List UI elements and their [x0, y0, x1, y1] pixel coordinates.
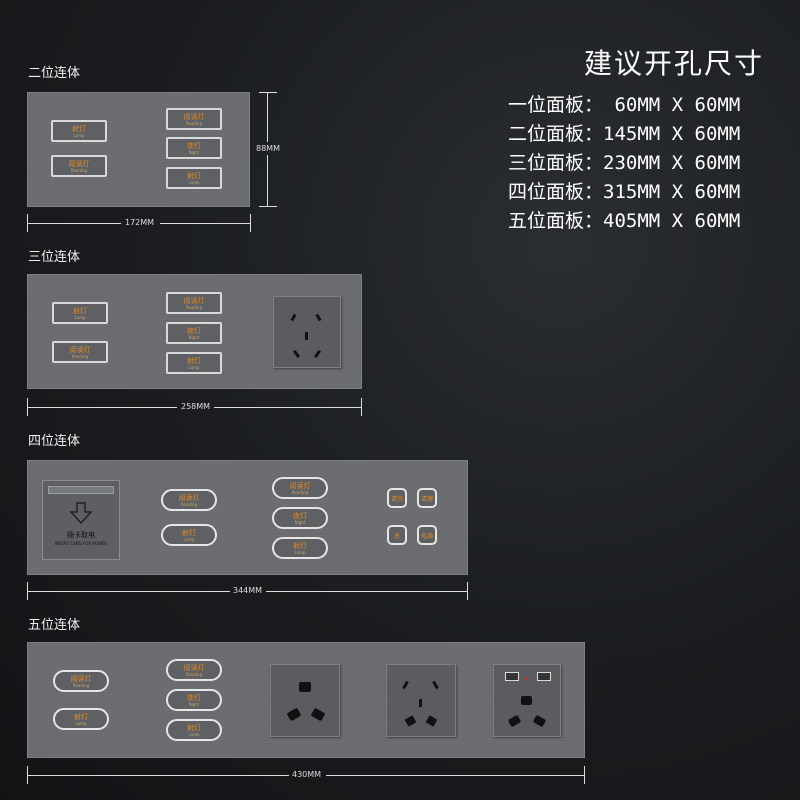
dim-tick: [250, 214, 251, 232]
dim-line-horizontal: [27, 407, 177, 408]
page-title: 建议开孔尺寸: [584, 47, 765, 80]
dim-tick: [584, 766, 585, 784]
dim-line-horizontal: [214, 407, 361, 408]
spec-line-4: 四位面板：315MM X 60MM: [508, 181, 741, 203]
section-label-five: 五位连体: [28, 618, 81, 633]
width-dimension: 430MM: [292, 770, 322, 779]
universal-socket[interactable]: [270, 664, 340, 737]
master-key[interactable]: 总: [387, 525, 407, 545]
dim-line-vertical: [267, 92, 268, 142]
clean-room-key[interactable]: 清理: [417, 488, 437, 508]
down-arrow-icon: [69, 502, 93, 524]
dim-line-vertical: [267, 155, 268, 206]
card-holder-label-en: INSERT CARD FOR POWER: [54, 541, 108, 546]
power-key[interactable]: 电源: [417, 525, 437, 545]
width-dimension: 172MM: [125, 218, 155, 227]
width-dimension: 344MM: [233, 586, 263, 595]
section-label-three: 三位连体: [28, 250, 81, 265]
dim-line-horizontal: [326, 775, 584, 776]
usb-socket[interactable]: [493, 664, 561, 737]
dim-line-horizontal: [27, 775, 289, 776]
dim-line-horizontal: [27, 591, 230, 592]
section-label-two: 二位连体: [28, 66, 81, 81]
dim-line-horizontal: [27, 223, 121, 224]
spec-line-5: 五位面板：405MM X 60MM: [508, 210, 741, 232]
dim-tick: [259, 92, 277, 93]
dim-tick: [259, 206, 277, 207]
usb-port-icon: [505, 672, 519, 681]
card-holder[interactable]: 插卡取电 INSERT CARD FOR POWER: [42, 480, 120, 560]
spec-line-2: 二位面板：145MM X 60MM: [508, 123, 741, 145]
five-pin-socket[interactable]: [386, 664, 456, 737]
dim-line-horizontal: [160, 223, 250, 224]
section-label-four: 四位连体: [28, 434, 81, 449]
card-holder-label: 插卡取电: [67, 531, 95, 539]
dim-tick: [361, 398, 362, 416]
usb-port-icon: [537, 672, 551, 681]
height-dimension: 88MM: [256, 144, 280, 153]
dim-tick: [467, 582, 468, 600]
width-dimension: 258MM: [181, 402, 211, 411]
five-pin-socket[interactable]: [273, 296, 341, 368]
spec-line-1: 一位面板： 60MM X 60MM: [508, 94, 741, 116]
do-not-disturb-key[interactable]: 请勿: [387, 488, 407, 508]
dim-line-horizontal: [266, 591, 467, 592]
spec-line-3: 三位面板：230MM X 60MM: [508, 152, 741, 174]
